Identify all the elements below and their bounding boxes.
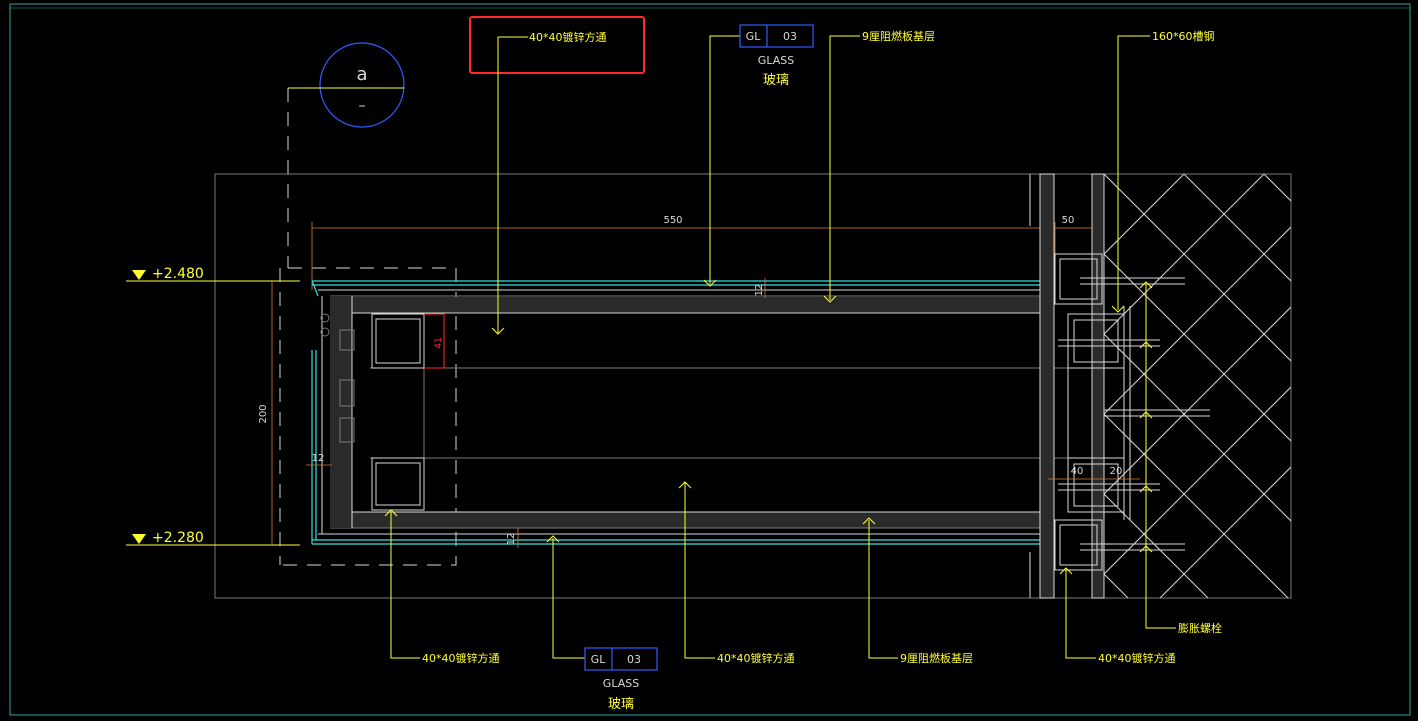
callout-bottom-glass-en: GLASS [603,677,639,690]
viewport-frame [9,3,1411,716]
callout-bottom-glass-code-right: 03 [627,653,641,666]
callout-top-left: 40*40镀锌方通 [491,30,607,335]
callout-top-glass-en: GLASS [758,54,794,67]
callout-bottom-tube-3: 40*40镀锌方通 [1059,567,1176,665]
callout-bottom-bolt-text: 膨胀螺栓 [1178,621,1222,635]
callout-top-board: 9厘阻燃板基层 [823,29,935,303]
section-marker-top: a [356,64,367,85]
dim-550: 550 [663,215,682,226]
callout-bottom-glass-code-left: GL [591,653,607,666]
concrete-hatch [1104,174,1291,598]
callout-top-glass-cn: 玻璃 [763,73,789,88]
dim-40: 40 [1071,466,1084,477]
section-marker-bottom: – [359,98,366,114]
level-lower-text: +2.280 [152,530,204,546]
callout-bottom-glass-cn: 玻璃 [608,697,634,712]
callout-top-board-text: 9厘阻燃板基层 [862,29,935,43]
highlight-box [469,16,645,74]
dimension-overall: 550 50 [311,215,1105,290]
callout-top-left-text: 40*40镀锌方通 [529,30,607,44]
right-wall: 40 20 [1029,173,1210,599]
dim-12-top: 12 [754,284,765,297]
dim-41: 41 [434,337,444,348]
dim-20: 20 [1110,466,1123,477]
detail-boundary [214,173,1292,599]
level-lower: +2.280 [126,530,300,546]
callout-bottom-tube-1: 40*40镀锌方通 [384,509,500,665]
dim-12-bottom: 12 [506,533,517,546]
dimension-height: 200 [258,280,273,546]
left-end-panel [311,296,355,544]
callout-bottom-board-text: 9厘阻燃板基层 [900,651,973,665]
top-panel [311,280,1053,314]
dim-50: 50 [1062,215,1075,226]
callout-top-glass-code-right: 03 [783,30,797,43]
callout-bottom-tube-1-text: 40*40镀锌方通 [422,651,500,665]
level-upper: +2.480 [126,266,300,282]
dim-12-left: 12 [312,453,325,464]
left-steel-tubes: 41 [371,313,445,511]
detail-callout-dashed [279,88,457,566]
level-upper-text: +2.480 [152,266,204,282]
section-marker: a – [288,42,405,128]
callout-bottom-tube-2-text: 40*40镀锌方通 [717,651,795,665]
callout-bottom-bolt: 膨胀螺栓 [1139,281,1222,635]
dim-200: 200 [258,404,269,423]
callout-top-glass-code-left: GL [746,30,762,43]
callout-top-channel: 160*60槽钢 [1111,30,1215,313]
bottom-panel [312,511,1053,545]
callout-bottom-tube-2: 40*40镀锌方通 [678,481,795,665]
callout-bottom-glass: GL 03 GLASS 玻璃 [546,535,658,712]
callout-bottom-tube-3-text: 40*40镀锌方通 [1098,651,1176,665]
callout-top-glass: GL 03 GLASS 玻璃 [703,24,814,287]
callout-bottom-board: 9厘阻燃板基层 [862,517,973,665]
callout-top-channel-text: 160*60槽钢 [1152,30,1215,43]
